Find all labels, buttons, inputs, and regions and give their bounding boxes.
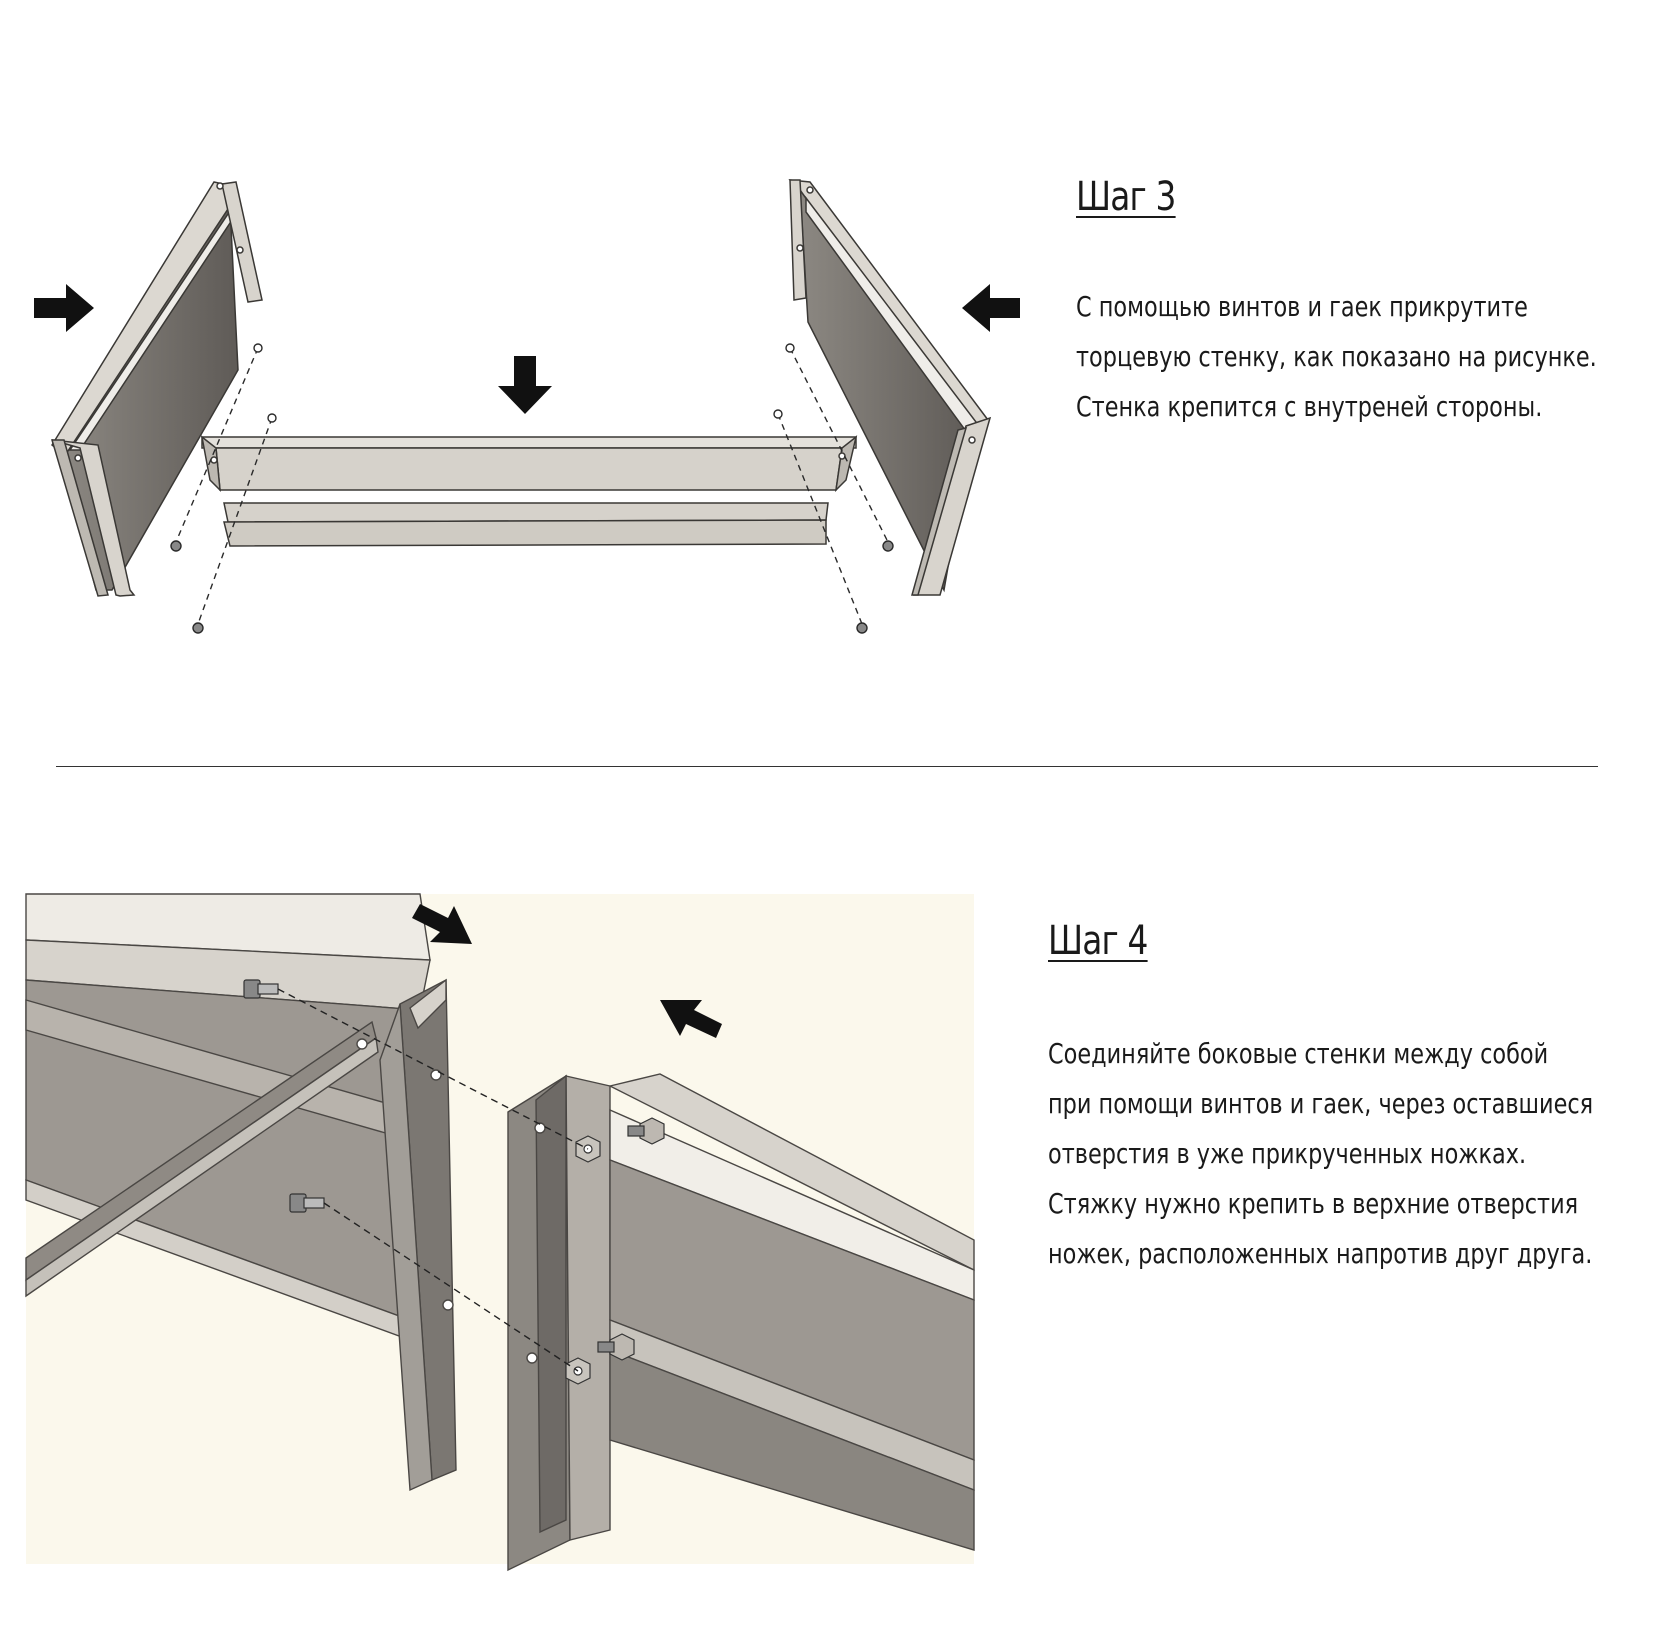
step4-line: Стяжку нужно крепить в верхние отверстия: [1048, 1187, 1579, 1220]
step3-line: торцевую стенку, как показано на рисунке…: [1076, 340, 1597, 373]
step3-instructions: С помощью винтов и гаек прикрутите торце…: [1076, 282, 1597, 432]
arrow-left-icon: [962, 284, 1020, 332]
right-side-wall: [788, 179, 992, 596]
arrow-down-right-icon: [412, 904, 472, 944]
step3-line: Стенка крепится с внутреней стороны.: [1076, 390, 1543, 423]
assembly-guide-lines: [277, 988, 589, 1372]
step4-line: отверстия в уже прикрученных ножках.: [1048, 1137, 1527, 1170]
step3-title: Шаг 3: [1076, 174, 1176, 220]
step4-instructions: Соединяйте боковые стенки между собой пр…: [1048, 1029, 1593, 1279]
right-wall-panel: [607, 1073, 975, 1551]
step4-detail-drawing: [25, 893, 975, 1572]
step3-line: С помощью винтов и гаек прикрутите: [1076, 290, 1528, 323]
section-divider: [56, 766, 1598, 767]
left-leg: [379, 978, 457, 1492]
arrow-up-left-icon: [660, 1000, 722, 1038]
arrow-right-icon: [34, 284, 94, 332]
fasteners-step3: [170, 343, 894, 634]
diagonal-brace: [25, 1020, 379, 1298]
step3-assembly-drawing: [34, 179, 1020, 634]
bolt-icon: [627, 1117, 665, 1145]
end-wall: [200, 435, 858, 547]
step4-line: Соединяйте боковые стенки между собой: [1048, 1037, 1549, 1070]
step4-line: ножек, расположенных напротив друг друга…: [1048, 1237, 1593, 1270]
step4-line: при помощи винтов и гаек, через оставшие…: [1048, 1087, 1594, 1120]
right-leg: [507, 1074, 611, 1572]
step4-title: Шаг 4: [1048, 918, 1148, 964]
bolt-icon: [597, 1333, 635, 1361]
arrow-down-icon: [498, 356, 552, 414]
left-side-wall: [50, 181, 263, 597]
